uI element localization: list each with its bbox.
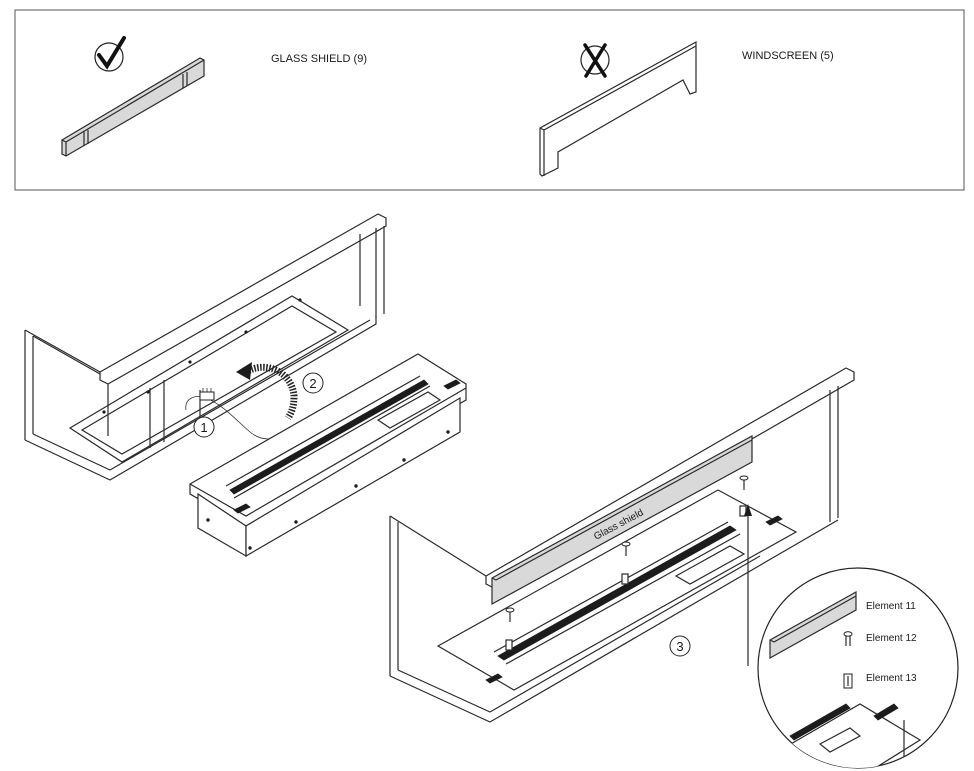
rotation-arrow [236, 362, 298, 420]
check-icon [94, 36, 126, 72]
detail-magnifier: Element 11 Element 12 Element 13 [757, 567, 959, 769]
step-1-marker: 1 [193, 416, 215, 438]
element-11-label: Element 11 [866, 601, 916, 612]
screw-icon [843, 631, 853, 646]
burner-insert [189, 353, 467, 558]
glass-shield-label: GLASS SHIELD (9) [271, 53, 367, 65]
fireplace-casing-right: Glass shield [389, 367, 855, 723]
step-2-marker: 2 [302, 372, 324, 394]
step-3-marker: 3 [669, 635, 691, 657]
windscreen-label: WINDSCREEN (5) [742, 50, 834, 62]
bracket-icon [843, 673, 853, 689]
step-3-number: 3 [676, 639, 683, 654]
screw-icon [505, 475, 749, 622]
element-12-label: Element 12 [866, 633, 917, 644]
fireplace-casing-left [24, 213, 387, 481]
legend-box: GLASS SHIELD (9) WINDSCREEN (5) [14, 9, 965, 191]
step-1-number: 1 [200, 420, 207, 435]
step-2-number: 2 [309, 376, 316, 391]
x-mark-icon [580, 43, 610, 78]
element-13-label: Element 13 [866, 673, 917, 684]
glass-shield-drawing [61, 57, 205, 157]
windscreen-drawing [539, 40, 697, 177]
